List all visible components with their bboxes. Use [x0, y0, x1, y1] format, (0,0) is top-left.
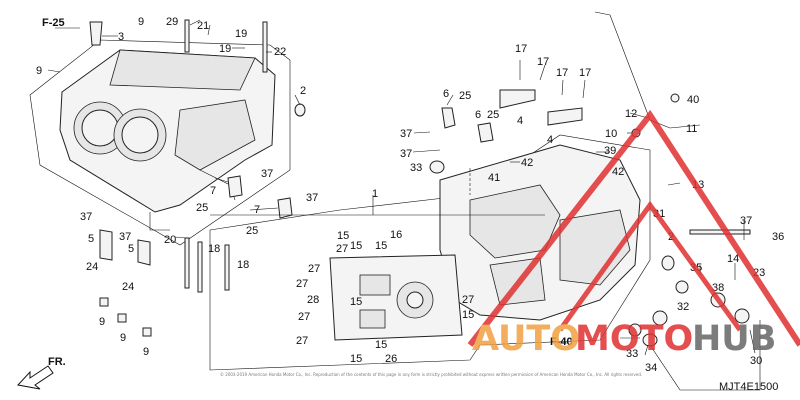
label-18: 18: [237, 259, 249, 271]
label-26: 26: [385, 353, 397, 365]
label-27: 27: [296, 335, 308, 347]
label-36: 36: [772, 231, 784, 243]
label-38: 38: [712, 282, 724, 294]
label-27: 27: [296, 278, 308, 290]
label-17: 17: [537, 56, 549, 68]
label-32: 32: [677, 301, 689, 313]
watermark-triangle-outer: [467, 109, 800, 347]
label-9: 9: [143, 346, 149, 358]
label-9: 9: [99, 316, 105, 328]
label-9: 9: [138, 16, 144, 28]
callout-labels: F-25 F-40 MJT4E1500 1 2 2 3 4 4 5 5 6 6 …: [36, 16, 784, 393]
watermark-auto: AUTO: [472, 319, 580, 359]
lower-plate: [329, 254, 463, 341]
front-direction-arrow: FR.: [17, 356, 66, 390]
label-25: 25: [246, 225, 258, 237]
label-37: 37: [400, 148, 412, 160]
label-1: 1: [372, 188, 378, 200]
label-17: 17: [556, 67, 568, 79]
label-33: 33: [410, 162, 422, 174]
watermark-hub: HUB: [692, 319, 776, 359]
label-18: 18: [208, 243, 220, 255]
upper-crankcase: [29, 39, 291, 246]
label-9: 9: [120, 332, 126, 344]
label-5: 5: [128, 243, 134, 255]
label-22: 22: [274, 46, 286, 58]
label-27: 27: [308, 263, 320, 275]
label-24: 24: [86, 261, 98, 273]
leader-lines: [47, 19, 756, 356]
label-4: 4: [517, 115, 523, 127]
label-11: 11: [686, 123, 697, 135]
label-15: 15: [350, 240, 362, 252]
label-25: 25: [487, 109, 499, 121]
label-10: 10: [605, 128, 617, 140]
label-37: 37: [400, 128, 412, 140]
label-20: 20: [164, 234, 176, 246]
label-9: 9: [36, 65, 42, 77]
label-15: 15: [350, 353, 362, 365]
label-14: 14: [727, 253, 739, 265]
label-6: 6: [443, 88, 449, 100]
label-7: 7: [210, 185, 216, 197]
diagram-code: MJT4E1500: [719, 381, 778, 393]
label-19: 19: [235, 28, 247, 40]
label-21: 21: [197, 20, 209, 32]
watermark-logo: AUTO MOTO HUB: [467, 109, 800, 359]
label-34: 34: [645, 362, 657, 374]
label-41: 41: [488, 172, 500, 184]
label-15: 15: [350, 296, 362, 308]
label-27: 27: [462, 294, 474, 306]
copyright-text: © 2003-2019 American Honda Motor Co., In…: [220, 372, 642, 377]
label-37: 37: [261, 168, 273, 180]
label-15: 15: [462, 309, 474, 321]
label-2: 2: [300, 85, 306, 97]
label-3: 3: [118, 31, 124, 43]
label-27: 27: [336, 243, 348, 255]
label-25: 25: [196, 202, 208, 214]
label-19: 19: [219, 43, 231, 55]
label-42: 42: [521, 157, 533, 169]
front-label: FR.: [48, 356, 66, 368]
label-40: 40: [687, 94, 699, 106]
ref-f25: F-25: [42, 17, 65, 29]
label-4: 4: [547, 134, 553, 146]
label-37: 37: [306, 192, 318, 204]
label-17: 17: [579, 67, 591, 79]
watermark-triangle-inner: [557, 200, 743, 332]
label-33: 33: [626, 348, 638, 360]
label-37: 37: [119, 231, 131, 243]
label-5: 5: [88, 233, 94, 245]
label-42: 42: [612, 166, 624, 178]
ref-f40: F-40: [550, 336, 573, 348]
label-29: 29: [166, 16, 178, 28]
label-16: 16: [390, 229, 402, 241]
label-39: 39: [604, 145, 616, 157]
label-37: 37: [80, 211, 92, 223]
label-17: 17: [515, 43, 527, 55]
label-6: 6: [475, 109, 481, 121]
label-30: 30: [750, 355, 762, 367]
label-27: 27: [298, 311, 310, 323]
label-37: 37: [740, 215, 752, 227]
label-12: 12: [625, 108, 637, 120]
label-15: 15: [375, 240, 387, 252]
label-24: 24: [122, 281, 134, 293]
label-15: 15: [375, 339, 387, 351]
watermark-moto: MOTO: [575, 319, 693, 359]
label-15: 15: [337, 230, 349, 242]
label-7: 7: [254, 204, 260, 216]
label-28: 28: [307, 294, 319, 306]
label-25: 25: [459, 90, 471, 102]
small-parts: [89, 11, 761, 391]
